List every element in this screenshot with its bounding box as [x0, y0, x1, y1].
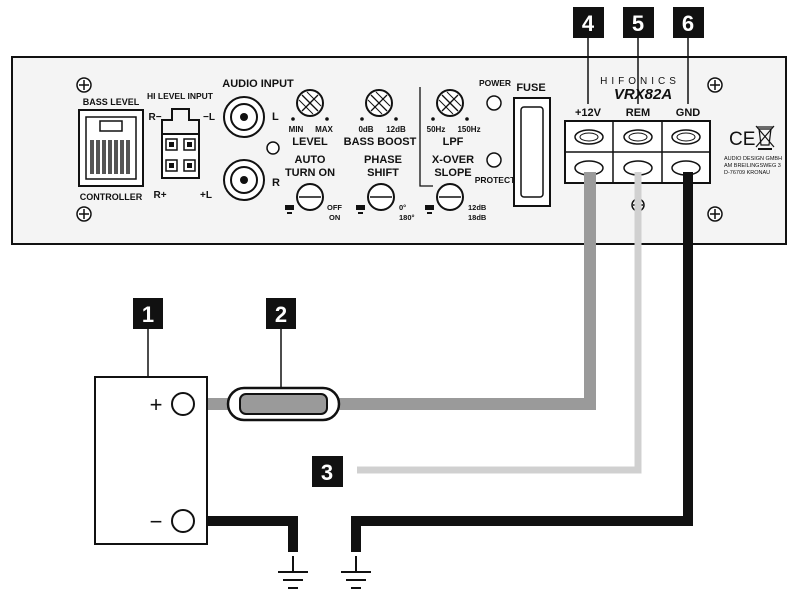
auto-on-label: ON [329, 213, 340, 222]
level-label: LEVEL [292, 136, 328, 148]
ground-icon [341, 556, 371, 589]
ce-mark: CE [729, 129, 755, 150]
svg-text:2: 2 [275, 302, 287, 327]
xover-slope-switch [425, 183, 464, 214]
battery-negative-terminal [171, 509, 195, 533]
lpf-knob [431, 89, 469, 121]
ground-wire-amp [351, 172, 693, 552]
svg-text:4: 4 [582, 11, 595, 36]
screw-icon [707, 77, 723, 93]
manufacturer-line-1: AUDIO DESIGN GMBH [724, 156, 782, 162]
xover-line2: SLOPE [434, 167, 471, 179]
badge-4: 4 [573, 7, 604, 38]
hi-level-input-label: HI LEVEL INPUT [147, 91, 214, 101]
screw-icon [76, 206, 92, 222]
battery [94, 376, 208, 545]
bass-boost-min: 0dB [358, 125, 373, 134]
svg-text:5: 5 [632, 11, 644, 36]
phase-shift-line1: PHASE [364, 154, 402, 166]
power-wire [335, 172, 596, 410]
leader-lines [147, 36, 689, 388]
protect-label: PROTECT [475, 175, 516, 185]
hi-level-l-plus: +L [200, 190, 212, 201]
terminal-12v-label: +12V [575, 107, 602, 119]
terminal-screw-icon [574, 129, 701, 176]
remote-wire [357, 172, 642, 474]
inline-fuse-holder [226, 386, 341, 422]
auto-turn-on-switch [285, 183, 324, 214]
lpf-min: 50Hz [427, 125, 446, 134]
xover-18-label: 18dB [468, 213, 487, 222]
power-label: POWER [479, 78, 511, 88]
auto-off-label: OFF [327, 203, 342, 212]
screw-icon [76, 77, 92, 93]
audio-input-label: AUDIO INPUT [222, 78, 294, 90]
auto-turn-on-line2: TURN ON [285, 167, 335, 179]
battery-plus-label: + [150, 392, 163, 417]
power-led [486, 95, 502, 111]
weee-bin-icon [755, 125, 775, 150]
hi-level-l-minus: −L [203, 112, 215, 123]
badge-5: 5 [623, 7, 654, 38]
protect-led [486, 152, 502, 168]
phase-180-label: 180° [399, 213, 415, 222]
model-name: VRX82A [614, 86, 672, 103]
audio-input-l: L [272, 111, 279, 123]
level-max: MAX [315, 125, 333, 134]
screw-icon [707, 206, 723, 222]
audio-led [266, 141, 280, 155]
svg-text:1: 1 [142, 302, 154, 327]
lpf-label: LPF [443, 136, 464, 148]
svg-text:6: 6 [682, 11, 694, 36]
xover-line1: X-OVER [432, 154, 474, 166]
fuse-label: FUSE [516, 82, 545, 94]
rca-jack-right [223, 159, 265, 201]
bass-level-label: BASS LEVEL [83, 97, 140, 107]
lpf-max: 150Hz [457, 125, 480, 134]
terminal-gnd-label: GND [676, 107, 701, 119]
amplifier-panel: BASS LEVEL CONTROLLER HI LEVEL INPUT R− … [11, 56, 787, 245]
fuse [520, 106, 544, 198]
bass-boost-max: 12dB [386, 125, 406, 134]
audio-input-r: R [272, 177, 280, 189]
manufacturer-line-2: AM BREILINGSWEG 3 [724, 163, 781, 169]
rca-jack-left [223, 96, 265, 138]
badge-6: 6 [673, 7, 704, 38]
bass-boost-knob [360, 89, 398, 121]
level-knob [291, 89, 329, 121]
xover-12-label: 12dB [468, 203, 487, 212]
controller-port-latch [99, 120, 123, 132]
terminal-rem-label: REM [626, 107, 650, 119]
wires [196, 172, 693, 552]
ground-icon [278, 556, 308, 589]
battery-minus-label: − [150, 509, 163, 534]
hi-level-connector-outline [161, 108, 200, 134]
phase-shift-switch [356, 183, 395, 214]
badge-2: 2 [266, 298, 296, 329]
badge-1: 1 [133, 298, 163, 329]
controller-label: CONTROLLER [80, 192, 143, 202]
controller-port-pins [90, 140, 130, 174]
ground-wire-battery [196, 516, 298, 552]
hi-level-r-minus: R− [148, 112, 161, 123]
phase-shift-line2: SHIFT [367, 167, 399, 179]
lpf-bracket [419, 87, 433, 187]
phase-0-label: 0° [399, 203, 406, 212]
level-min: MIN [289, 125, 304, 134]
auto-turn-on-line1: AUTO [295, 154, 326, 166]
manufacturer-line-3: D-76709 KRONAU [724, 170, 770, 176]
hi-level-r-plus: R+ [153, 190, 166, 201]
bass-boost-label: BASS BOOST [344, 136, 417, 148]
badge-3: 3 [312, 456, 343, 487]
svg-text:3: 3 [321, 460, 333, 485]
battery-positive-terminal [171, 392, 195, 416]
